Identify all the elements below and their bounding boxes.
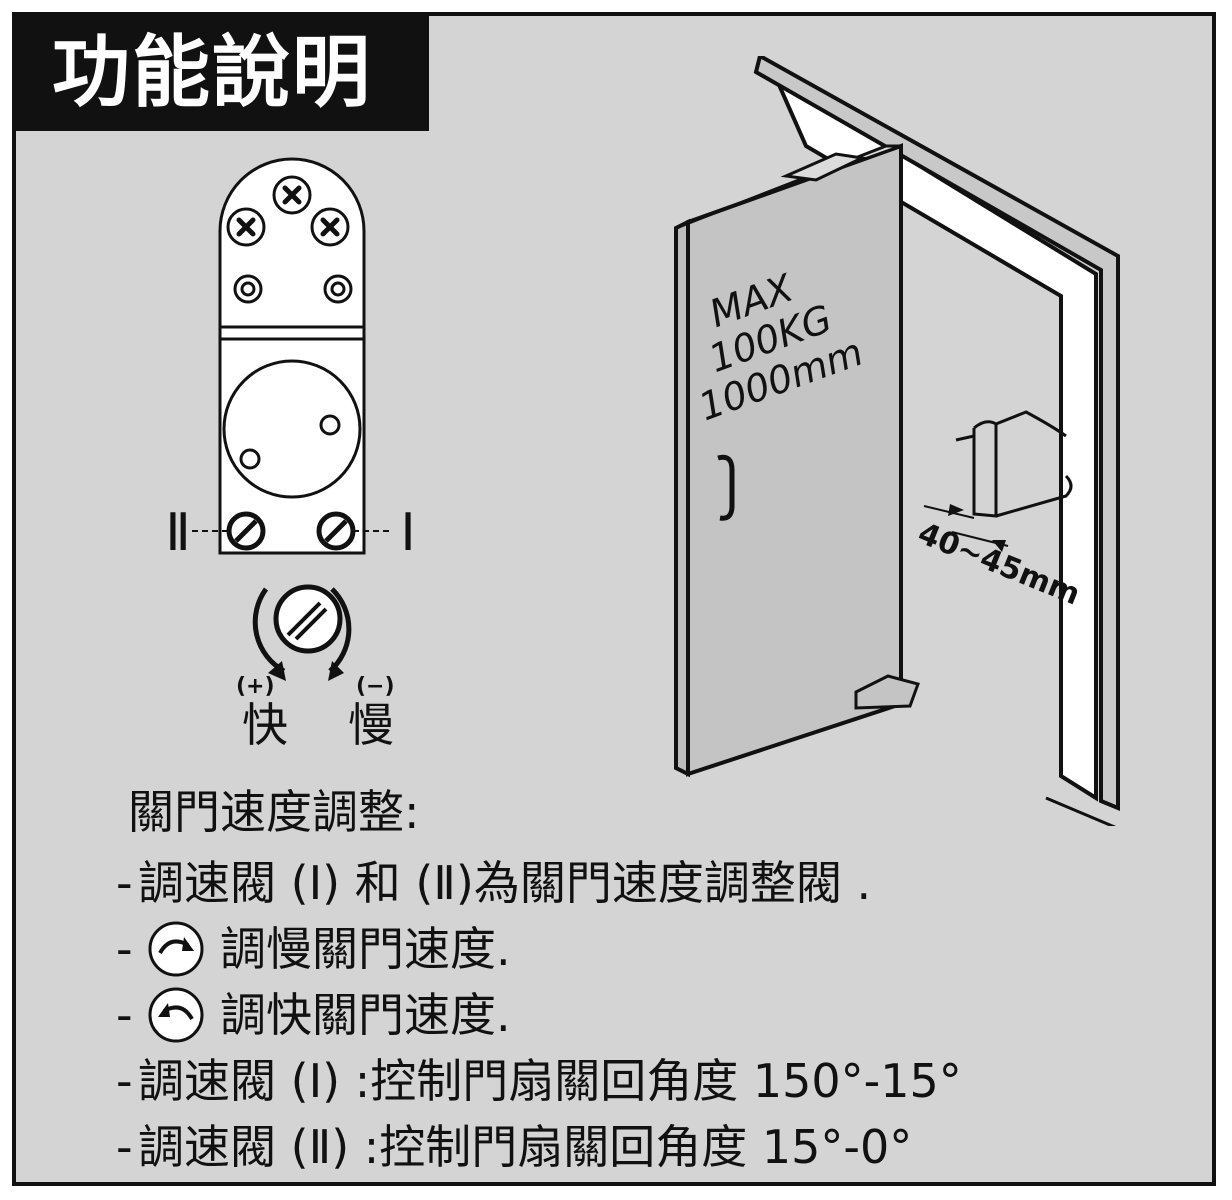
note-line-5: - 調速閥 (Ⅱ) :控制門扇關回角度 15°-0° (116, 1120, 913, 1174)
title-banner: 功能說明 (16, 16, 429, 131)
instruction-panel: 功能說明 (12, 12, 1216, 1186)
adjustment-screw-enlarged (273, 584, 343, 654)
note-line-1: - 調速閥 (Ⅰ) 和 (Ⅱ)為關門速度調整閥 . (116, 856, 872, 910)
note-line-3-text: 調快關門速度. (220, 988, 511, 1042)
notes-heading: 關門速度調整: (128, 785, 420, 839)
closer-device-diagram: Ⅱ Ⅰ (+) (−) 快 慢 (165, 157, 416, 752)
valve-1-slot-screw-icon[interactable] (316, 511, 356, 551)
note-line-2-text: 調慢關門速度. (220, 922, 511, 976)
valve-2-slot-screw-icon[interactable] (226, 511, 266, 551)
note-line-5-text: 調速閥 (Ⅱ) :控制門扇關回角度 15°-0° (138, 1120, 913, 1174)
valve-2-label: Ⅱ (165, 503, 191, 563)
phillips-screw-icon (226, 175, 350, 247)
counterclockwise-arrow-icon (148, 987, 204, 1043)
note-line-1-text: 調速閥 (Ⅰ) 和 (Ⅱ)為關門速度調整閥 . (138, 856, 872, 910)
plus-label: (+) (236, 674, 275, 699)
valve-1-label: Ⅰ (400, 503, 415, 563)
door-handle-icon (717, 454, 735, 521)
clockwise-arrow-icon (252, 587, 352, 674)
note-line-4: - 調速閥 (Ⅰ) :控制門扇關回角度 150°-15° (116, 1054, 962, 1108)
page-title: 功能說明 (52, 28, 373, 118)
minus-label: (−) (356, 674, 395, 699)
mounting-hole-icon (233, 274, 353, 304)
slow-label: 慢 (348, 698, 394, 752)
note-line-4-text: 調速閥 (Ⅰ) :控制門扇關回角度 150°-15° (138, 1054, 962, 1108)
floor-pivot-icon (854, 674, 920, 710)
note-line-3: - 調快關門速度. (116, 982, 1196, 1048)
fast-label: 快 (242, 698, 288, 752)
note-line-2: - 調慢關門速度. (116, 916, 1196, 982)
closer-body (218, 157, 366, 555)
door-diagram: MAX 100KG 1000mm 40~45mm (674, 56, 1120, 826)
notes-section: 關門速度調整: - 調速閥 (Ⅰ) 和 (Ⅱ)為關門速度調整閥 . - 調慢關門… (116, 784, 1196, 1180)
clockwise-arrow-icon (148, 921, 204, 977)
